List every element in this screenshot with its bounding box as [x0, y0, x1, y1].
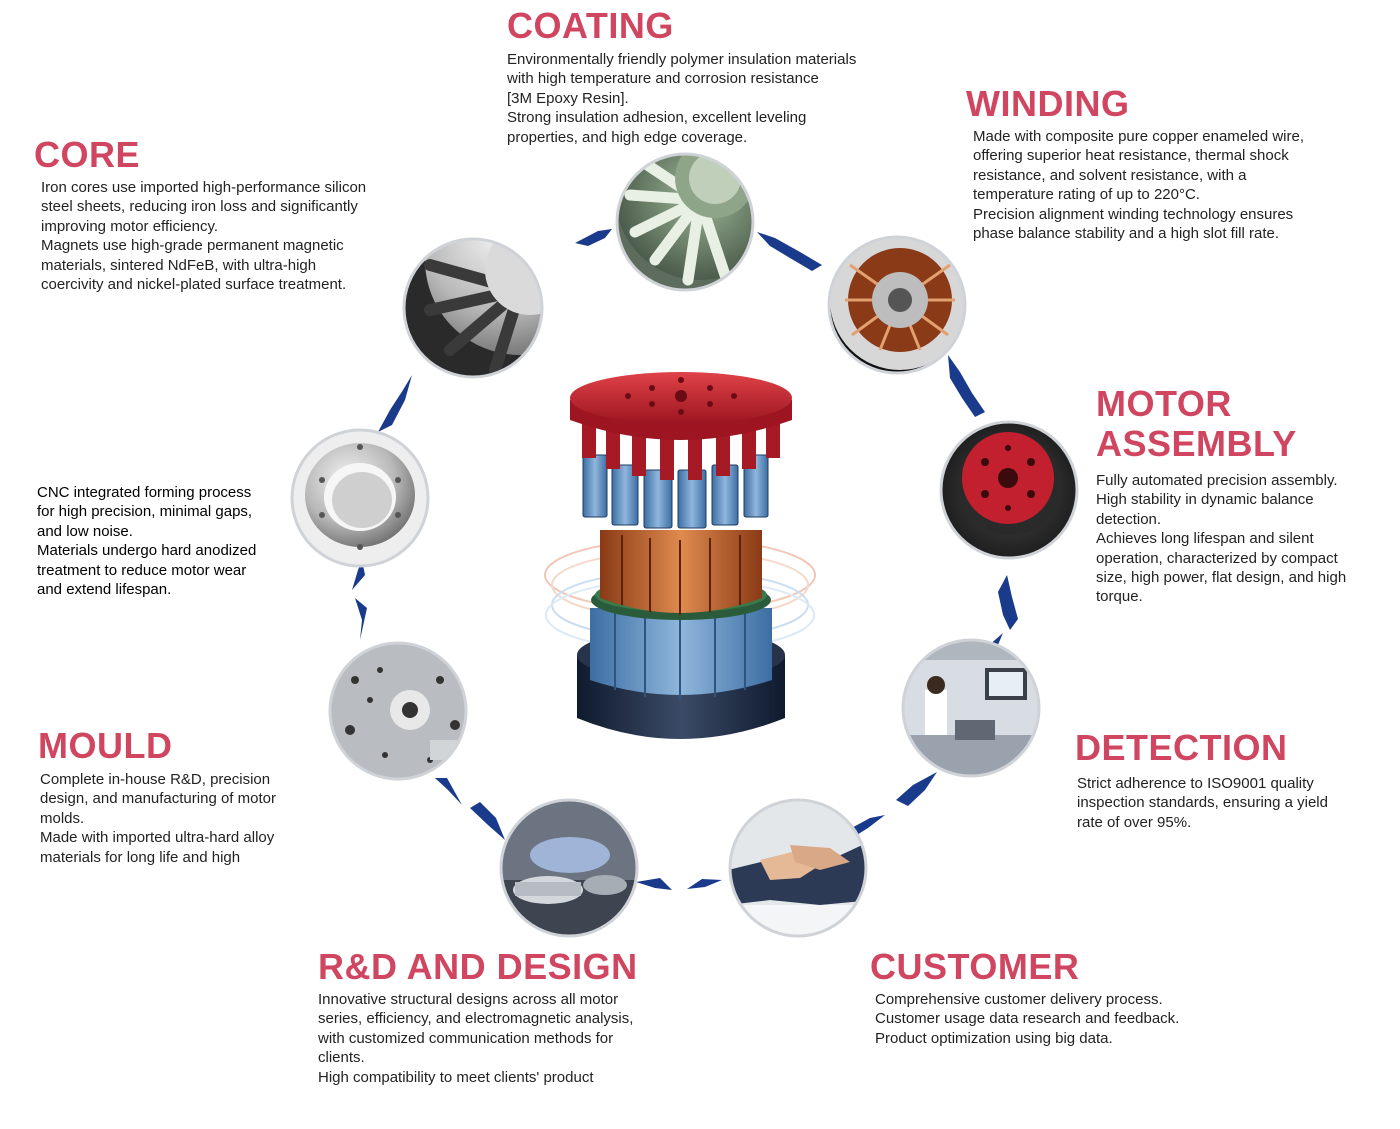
motor-assembly-line: High stability in dynamic balance [1096, 491, 1314, 509]
detection-title: DETECTION [1075, 727, 1288, 768]
core-line: Iron cores use imported high-performance… [41, 179, 367, 196]
motor-assembly-title-line: ASSEMBLY [1096, 423, 1297, 464]
motor-assembly-line: detection. [1096, 510, 1162, 528]
core-line: steel sheets, reducing iron loss and sig… [41, 198, 358, 216]
rnd-description: Innovative structural designs across all… [318, 990, 718, 1087]
mould-title: MOULD [38, 725, 173, 766]
customer-image [728, 798, 868, 938]
coating-description: Environmentally friendly polymer insulat… [507, 50, 927, 147]
cnc-description: CNC integrated forming process for high … [37, 483, 297, 599]
coating-line: with high temperature and corrosion resi… [507, 70, 819, 88]
cnc-line: Materials undergo hard anodized [37, 542, 257, 560]
core-line: materials, sintered NdFeB, with ultra-hi… [41, 256, 317, 274]
customer-line: Comprehensive customer delivery process. [875, 991, 1163, 1008]
motor-assembly-line: Achieves long lifespan and silent [1096, 530, 1314, 548]
arrow-icon [352, 560, 365, 590]
winding-line: phase balance stability and a high slot … [973, 225, 1280, 243]
rnd-line: High compatibility to meet clients' prod… [318, 1068, 594, 1086]
customer-line: Product optimization using big data. [875, 1029, 1113, 1047]
arrow-icon [896, 772, 937, 806]
core-image [402, 237, 544, 379]
arrow-icon [378, 375, 412, 432]
cnc-line: and extend lifespan. [37, 581, 172, 599]
rnd-line: clients. [318, 1049, 365, 1067]
motor-assembly-line: Fully automated precision assembly. [1096, 472, 1338, 489]
arrow-icon [636, 878, 672, 890]
winding-image [827, 235, 967, 375]
cnc-line: treatment to reduce motor wear [37, 561, 247, 579]
customer-title: CUSTOMER [870, 946, 1080, 987]
core-line: improving motor efficiency. [41, 217, 219, 235]
mould-line: Made with imported ultra-hard alloy [40, 829, 275, 847]
winding-description: Made with composite pure copper enameled… [973, 127, 1393, 243]
detection-line: rate of over 95%. [1077, 813, 1192, 831]
arrow-icon [575, 229, 612, 246]
customer-description: Comprehensive customer delivery process.… [875, 990, 1275, 1048]
cnc-line: for high precision, minimal gaps, [37, 503, 253, 521]
arrow-icon [757, 232, 822, 271]
cnc-line: CNC integrated forming process [37, 484, 252, 501]
mould-image [328, 641, 468, 781]
core-line: coercivity and nickel-plated surface tre… [41, 276, 347, 294]
arrow-icon [470, 802, 505, 840]
winding-title: WINDING [966, 83, 1130, 124]
core-line: Magnets use high-grade permanent magneti… [41, 237, 344, 255]
motor-assembly-line: size, high power, flat design, and high [1096, 569, 1347, 587]
winding-line: Precision alignment winding technology e… [973, 205, 1294, 223]
mould-description: Complete in-house R&D, precision design,… [40, 770, 330, 867]
motor-assembly-line: torque. [1096, 588, 1143, 606]
central-motor-illustration [544, 372, 816, 739]
mould-line: materials for long life and high [40, 848, 241, 866]
winding-line: temperature rating of up to 220°C. [973, 186, 1200, 204]
detection-line: inspection standards, ensuring a yield [1077, 794, 1328, 812]
motor-assembly-description: Fully automated precision assembly. High… [1096, 471, 1396, 607]
arrow-icon [355, 598, 367, 640]
coating-line: Strong insulation adhesion, excellent le… [507, 109, 807, 127]
detection-description: Strict adherence to ISO9001 quality insp… [1077, 774, 1387, 832]
arrow-icon [435, 778, 462, 805]
coating-line: [3M Epoxy Resin]. [507, 89, 629, 107]
cnc-line: and low noise. [37, 522, 133, 540]
motor-assembly-image [939, 420, 1079, 560]
motor-assembly-title-line: MOTOR [1096, 383, 1232, 424]
coating-line: Environmentally friendly polymer insulat… [507, 51, 857, 68]
coating-title: COATING [507, 5, 674, 46]
coating-line: properties, and high edge coverage. [507, 128, 748, 146]
mould-line: Complete in-house R&D, precision [40, 771, 271, 788]
mould-line: molds. [40, 809, 85, 827]
mould-line: design, and manufacturing of motor [40, 790, 276, 808]
rnd-line: with customized communication methods fo… [318, 1029, 614, 1047]
cycle-arrows [352, 229, 1018, 890]
rnd-image [499, 798, 639, 938]
coating-image [615, 152, 755, 292]
winding-line: resistance, and solvent resistance, with… [973, 166, 1247, 184]
cnc-image [290, 428, 430, 568]
motor-assembly-title: MOTOR ASSEMBLY [1096, 384, 1297, 464]
core-title: CORE [34, 134, 141, 175]
motor-assembly-line: operation, characterized by compact [1096, 549, 1338, 567]
rnd-title: R&D AND DESIGN [318, 946, 638, 987]
arrow-icon [687, 879, 722, 889]
winding-line: Made with composite pure copper enameled… [973, 128, 1305, 145]
rnd-line: series, efficiency, and electromagnetic … [318, 1010, 634, 1028]
detection-image [901, 638, 1041, 778]
arrow-icon [998, 575, 1018, 630]
winding-line: offering superior heat resistance, therm… [973, 147, 1289, 165]
detection-line: Strict adherence to ISO9001 quality [1077, 775, 1314, 792]
core-description: Iron cores use imported high-performance… [41, 178, 441, 294]
customer-line: Customer usage data research and feedbac… [875, 1010, 1180, 1028]
arrow-icon [948, 355, 985, 417]
rnd-line: Innovative structural designs across all… [318, 991, 619, 1008]
